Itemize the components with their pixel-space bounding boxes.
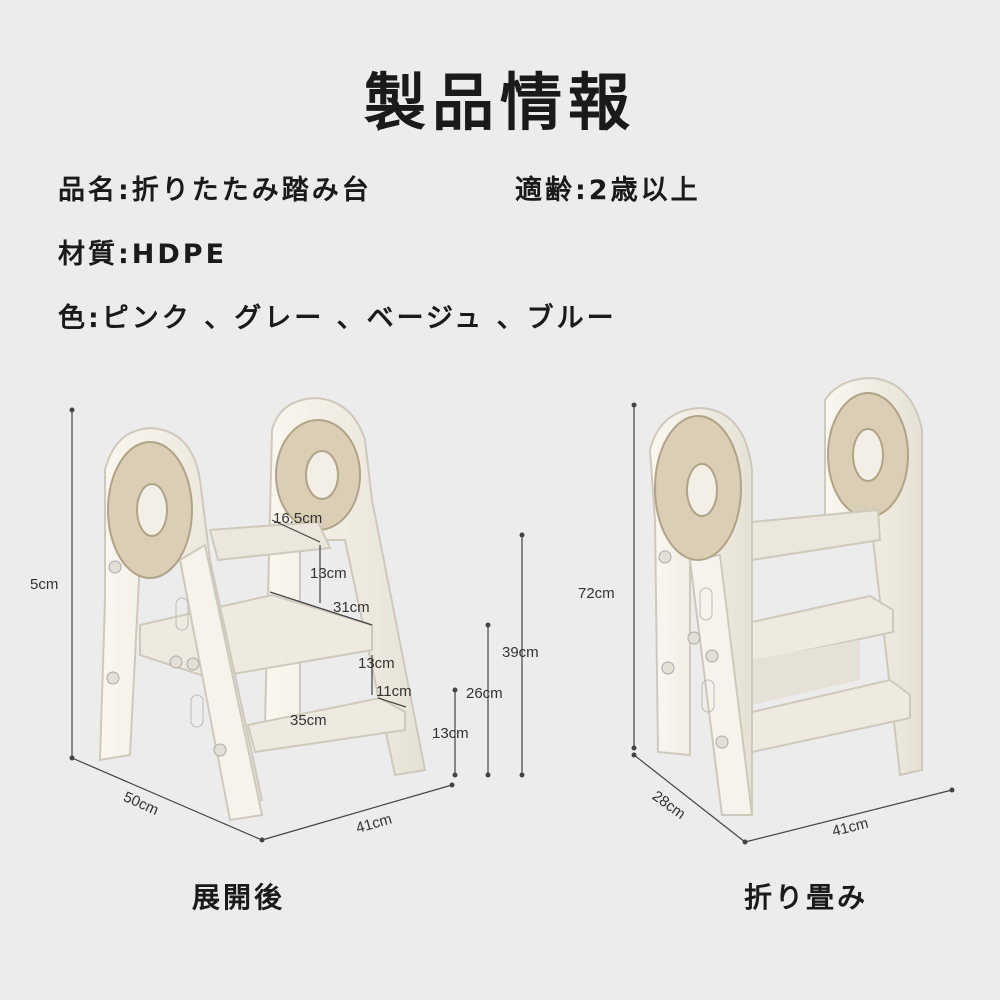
expanded-stool-image — [98, 396, 427, 822]
product-name: 品名:折りたたみ踏み台 — [58, 175, 372, 206]
expanded-caption: 展開後 — [192, 881, 286, 914]
bolt-icon — [687, 631, 701, 645]
bolt-icon — [658, 550, 672, 564]
folded-stool-image — [648, 376, 923, 816]
bolt-icon — [213, 743, 227, 757]
dim-step-depth-mid: 31cm — [333, 599, 370, 616]
back-handle-ring — [275, 419, 361, 531]
dim-h-mid: 26cm — [466, 685, 503, 702]
folded-caption: 折り畳み — [744, 881, 869, 914]
age-range: 適齢:2歳以上 — [515, 175, 701, 206]
bolt-icon — [169, 655, 183, 669]
dim-step-width: 35cm — [290, 712, 327, 729]
dim-h-top: 39cm — [502, 644, 539, 661]
dim-width: 41cm — [354, 811, 394, 837]
bolt-icon — [108, 560, 122, 574]
bolt-icon — [705, 649, 719, 663]
dim-step-depth-top: 16.5cm — [273, 510, 322, 527]
front-handle-ring — [107, 441, 193, 579]
page-title: 製品情報 — [363, 66, 636, 139]
dim-gap-mid: 13cm — [358, 655, 395, 672]
back-handle-ring — [827, 392, 909, 518]
bolt-icon — [106, 671, 120, 685]
front-handle-ring — [654, 415, 742, 561]
dim-step-depth-low: 11cm — [376, 683, 412, 700]
expanded-dimension-lines — [71, 410, 523, 841]
dim-depth: 50cm — [121, 789, 161, 819]
bolt-icon — [186, 657, 200, 671]
color-options: 色:ピンク 、グレー 、ベージュ 、ブルー — [58, 303, 617, 334]
folded-dimension-lines — [633, 405, 953, 843]
dim-height: 72cm — [578, 585, 615, 602]
bolt-icon — [661, 661, 675, 675]
dim-h-low: 13cm — [432, 725, 469, 742]
material: 材質:HDPE — [58, 239, 228, 270]
bolt-icon — [715, 735, 729, 749]
dim-height: 5cm — [30, 576, 58, 593]
dim-gap-top: 13cm — [310, 565, 347, 582]
